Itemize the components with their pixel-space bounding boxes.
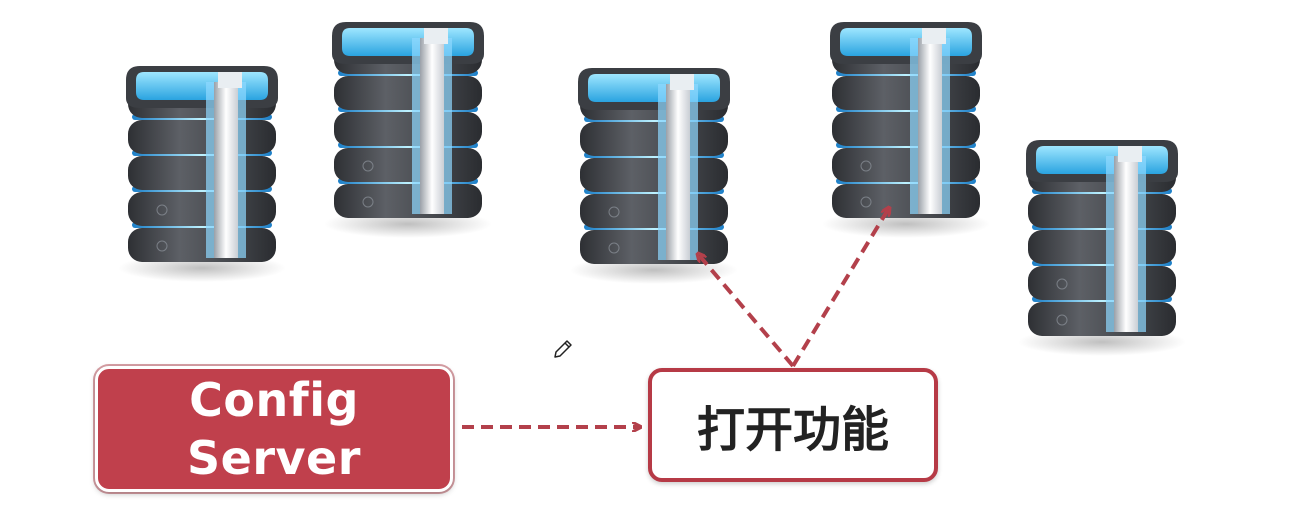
arrow-feature-to-server-3 [698,254,795,368]
config-server-label-line1: Config [189,373,359,427]
config-server-label-line2: Server [187,431,361,485]
pencil-cursor-icon [554,340,572,358]
server-icon [117,65,287,283]
server-icon [1017,139,1187,357]
server-icon [569,67,739,285]
feature-label: 打开功能 [696,402,889,458]
config-server-box: Config Server [95,366,453,492]
server-icon [323,21,493,239]
server-icon [821,21,991,239]
arrow-feature-to-server-4 [791,208,889,368]
feature-box: 打开功能 [648,368,938,482]
